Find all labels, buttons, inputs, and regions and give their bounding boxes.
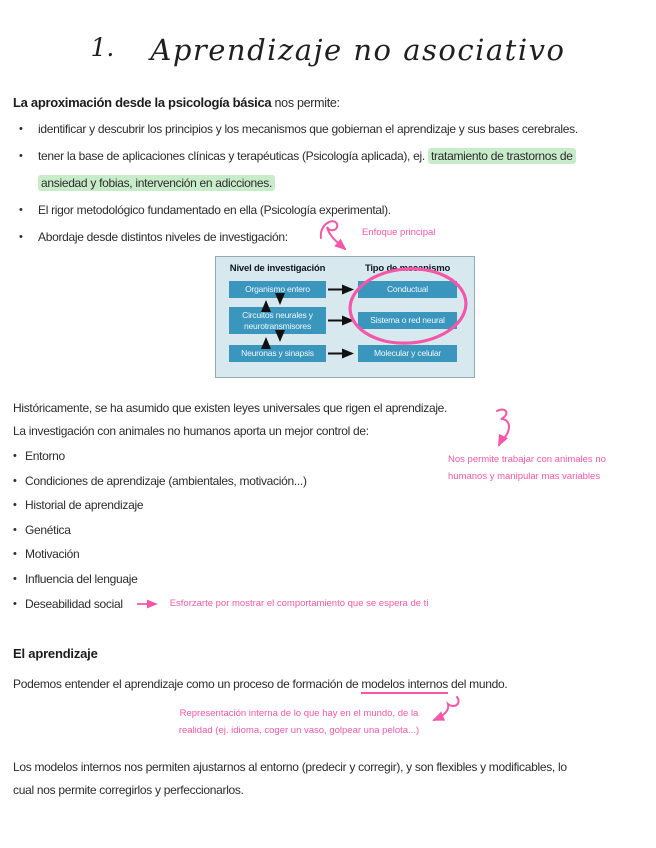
list-item-deseabilidad: Deseabilidad social Esforzarte por mostr… [13, 592, 633, 617]
diagram-box-conductual: Conductual [358, 281, 457, 298]
intro-heading: La aproximación desde la psicología bási… [13, 90, 649, 116]
historia-line-1: Históricamente, se ha asumido que existe… [13, 401, 448, 415]
aprendizaje-sentence: Podemos entender el aprendizaje como un … [13, 672, 649, 696]
list-item-entorno: Entorno [13, 444, 633, 469]
pink-circle-annotation [348, 267, 468, 345]
list-item-condiciones: Condiciones de aprendizaje (ambientales,… [13, 469, 633, 494]
bullet-item-4-text: Abordaje desde distintos niveles de inve… [38, 230, 288, 244]
diagram-header-left: Nivel de investigación [229, 263, 326, 274]
sentence-post: del mundo. [447, 677, 508, 691]
bullet-item-1-text: identificar y descubrir los principios y… [38, 122, 578, 136]
intro-section: La aproximación desde la psicología bási… [13, 90, 649, 251]
final-paragraph: Los modelos internos nos permiten ajusta… [13, 756, 653, 802]
annotation-enfoque: Enfoque principal [318, 216, 435, 254]
sentence-pre: Podemos entender el aprendizaje como un … [13, 677, 362, 691]
final-paragraph-line2: cual nos permite corregirlos y perfeccio… [13, 783, 244, 797]
annotation-representacion-line1: Representación interna de lo que hay en … [179, 708, 419, 719]
intro-heading-bold: La aproximación desde la psicología bási… [13, 95, 272, 110]
list-item-lenguaje: Influencia del lenguaje [13, 567, 633, 592]
curly-arrow-down-icon [319, 220, 347, 251]
bullet-item-2-highlight-1: tratamiento de trastornos de [427, 148, 576, 164]
page-title: 1. Aprendizaje no asociativo [0, 33, 656, 67]
bullet-item-2: tener la base de aplicaciones clínicas y… [13, 143, 649, 197]
squiggle-arrow-icon [492, 406, 516, 455]
research-levels-diagram: Nivel de investigación Tipo de mecanismo… [215, 256, 475, 378]
historia-line-2: La investigación con animales no humanos… [13, 424, 369, 438]
sentence-underlined: modelos internos [361, 677, 448, 694]
right-arrow-icon [136, 599, 158, 609]
annotation-enfoque-text: Enfoque principal [362, 227, 436, 238]
intro-heading-rest: nos permite: [271, 96, 340, 110]
bullet-item-1: identificar y descubrir los principios y… [13, 116, 649, 143]
bullet-item-3: El rigor metodológico fundamentado en el… [13, 197, 649, 224]
list-item-historial: Historial de aprendizaje [13, 493, 633, 518]
page-title-number: 1. [90, 33, 115, 62]
bullet-item-2-text: tener la base de aplicaciones clínicas y… [38, 149, 428, 163]
bullet-item-3-text: El rigor metodológico fundamentado en el… [38, 203, 391, 217]
curly-arrow-left-icon [428, 694, 464, 731]
annotation-representacion-line2: realidad (ej. idioma, coger un vaso, gol… [178, 725, 420, 736]
final-paragraph-line1: Los modelos internos nos permiten ajusta… [13, 760, 567, 774]
diagram-box-molecular: Molecular y celular [358, 345, 457, 362]
diagram-box-circuitos: Circuitos neurales y neurotransmisores [229, 307, 326, 334]
historia-paragraph: Históricamente, se ha asumido que existe… [13, 397, 533, 443]
annotation-representacion: Representación interna de lo que hay en … [160, 705, 438, 739]
list-item-motivacion: Motivación [13, 542, 633, 567]
control-list: Entorno Condiciones de aprendizaje (ambi… [13, 444, 633, 616]
bullet-item-4: Abordaje desde distintos niveles de inve… [13, 224, 649, 251]
diagram-box-sistema: Sistema o red neural [358, 312, 457, 329]
list-item-genetica: Genética [13, 518, 633, 543]
diagram-box-organismo: Organismo entero [229, 281, 326, 298]
bullet-item-2-highlight-2: ansiedad y fobias, intervención en adicc… [38, 175, 276, 191]
diagram-arrows-and-ellipse [261, 267, 468, 359]
annotation-deseabilidad: Esforzarte por mostrar el comportamiento… [169, 598, 429, 610]
aprendizaje-heading: El aprendizaje [13, 646, 98, 661]
page-title-text: Aprendizaje no asociativo [150, 33, 566, 67]
diagram-box-neuronas: Neuronas y sinapsis [229, 345, 326, 362]
